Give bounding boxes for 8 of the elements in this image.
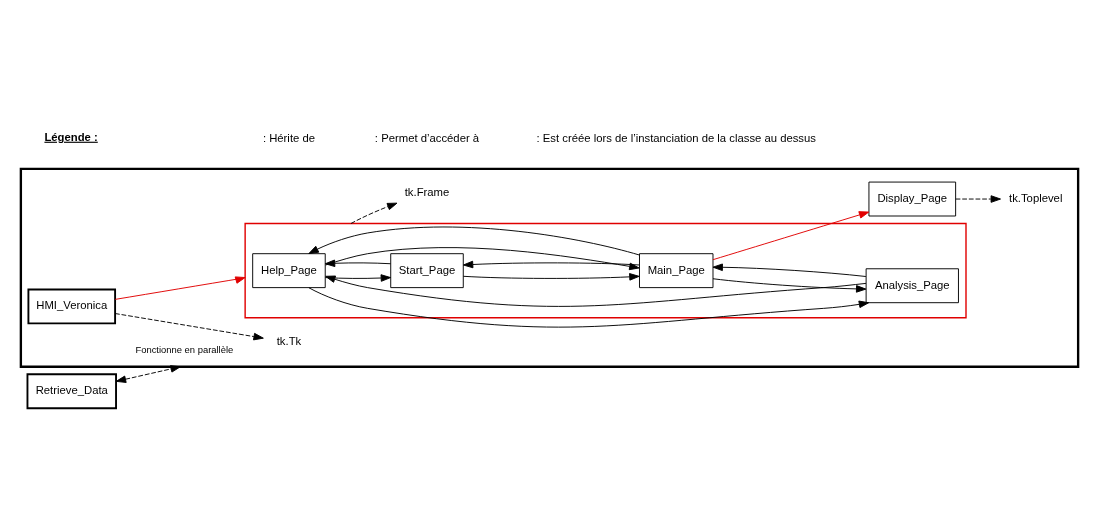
legend-label: : Est créée lors de l’instanciation de la classe au dessus	[536, 131, 816, 144]
legend-label: : Hérite de	[262, 131, 316, 144]
node-text: tk.Frame	[404, 185, 450, 198]
label: Légende :	[44, 130, 98, 143]
legend-label: : Permet d’accéder à	[374, 131, 480, 144]
edge-label: Fonctionne en parallèle	[135, 343, 234, 355]
node-text: tk.Toplevel	[1009, 191, 1063, 204]
node-text: tk.Tk	[276, 334, 302, 347]
